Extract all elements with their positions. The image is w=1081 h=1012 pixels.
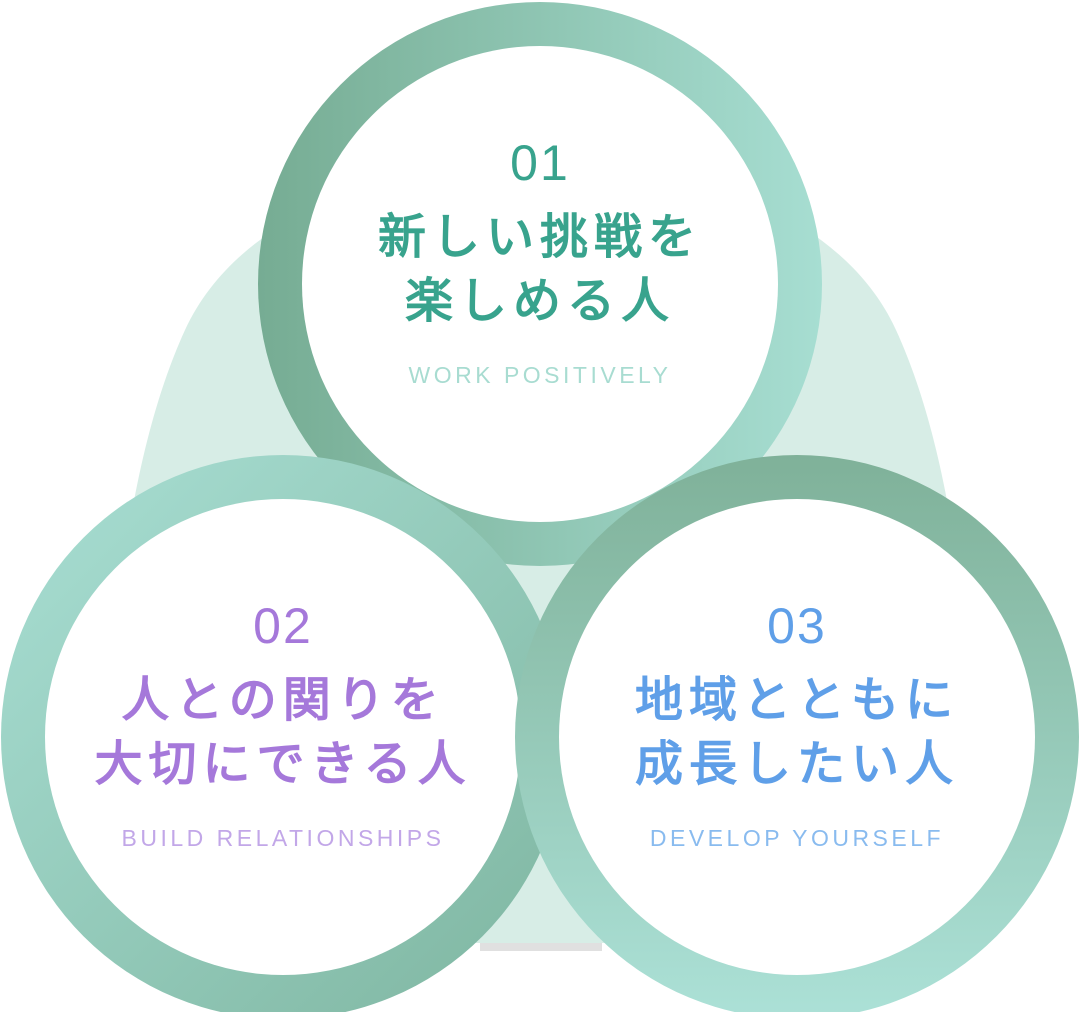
value-circle-02-inner: 02 人との関りを 大切にできる人 BUILD RELATIONSHIPS <box>45 499 521 975</box>
value-number: 02 <box>253 597 313 654</box>
value-subtitle-en: DEVELOP YOURSELF <box>649 824 945 851</box>
value-title-line-1: 新しい挑戦を <box>377 210 702 264</box>
value-title-line-1: 地域とともに <box>634 673 959 727</box>
value-circle-03-content: 03 地域とともに 成長したい人 DEVELOP YOURSELF <box>635 601 959 850</box>
value-title-line-2: 楽しめる人 <box>404 274 675 328</box>
value-number: 03 <box>767 597 827 654</box>
value-subtitle-en: WORK POSITIVELY <box>408 361 672 388</box>
value-circle-03-inner: 03 地域とともに 成長したい人 DEVELOP YOURSELF <box>559 499 1035 975</box>
value-circle-01: 01 新しい挑戦を 楽しめる人 WORK POSITIVELY <box>258 2 822 566</box>
value-title-line-2: 大切にできる人 <box>94 737 472 791</box>
value-circle-02: 02 人との関りを 大切にできる人 BUILD RELATIONSHIPS <box>1 455 565 1012</box>
triangle-base-shadow-strip <box>480 940 602 951</box>
value-circle-02-content: 02 人との関りを 大切にできる人 BUILD RELATIONSHIPS <box>94 601 471 850</box>
value-number: 01 <box>510 134 570 191</box>
value-circle-03: 03 地域とともに 成長したい人 DEVELOP YOURSELF <box>515 455 1079 1012</box>
value-title-line-1: 人との関りを <box>121 673 445 727</box>
value-subtitle-en: BUILD RELATIONSHIPS <box>121 824 445 851</box>
value-circle-01-content: 01 新しい挑戦を 楽しめる人 WORK POSITIVELY <box>378 138 702 387</box>
value-circle-01-inner: 01 新しい挑戦を 楽しめる人 WORK POSITIVELY <box>302 46 778 522</box>
value-title-line-2: 成長したい人 <box>634 737 959 791</box>
